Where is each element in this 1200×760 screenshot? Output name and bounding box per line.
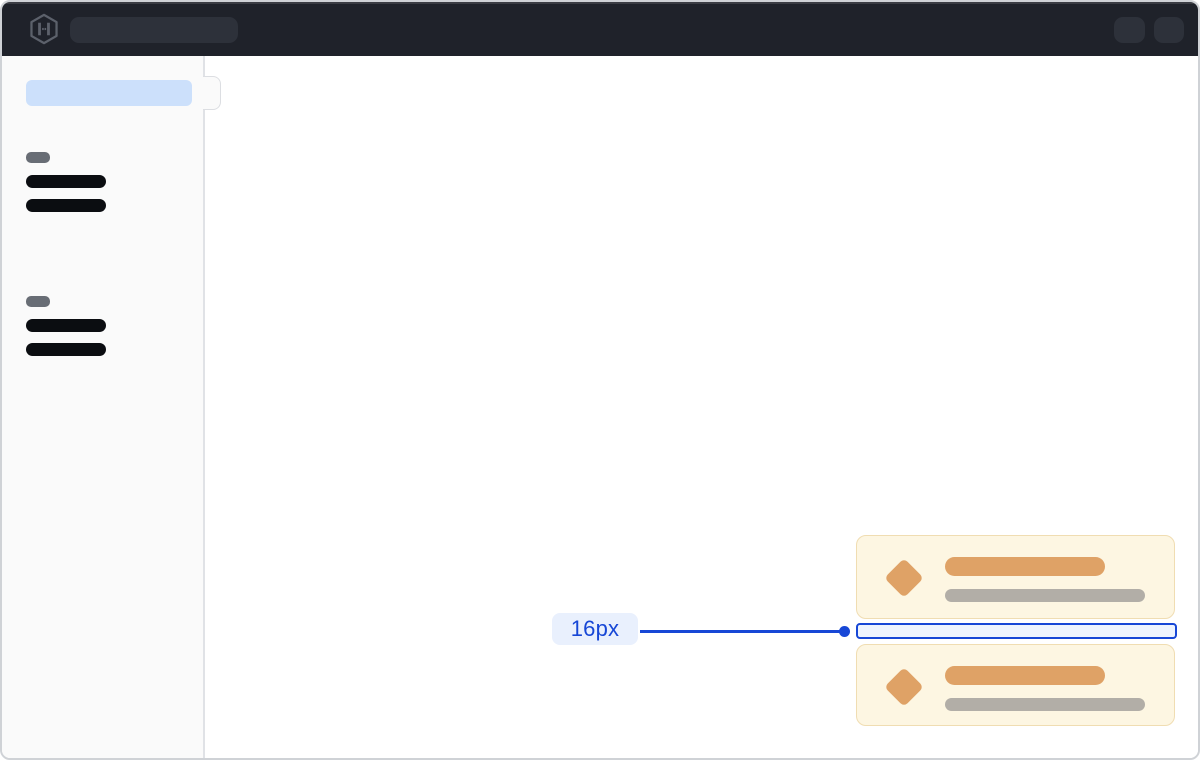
topbar-action-placeholder-1[interactable] — [1114, 17, 1145, 43]
sidebar-section-label-placeholder — [26, 296, 50, 307]
sidebar-collapse-toggle[interactable] — [203, 76, 221, 110]
spacing-annotation-label: 16px — [552, 613, 638, 645]
list-item-card[interactable] — [856, 535, 1175, 619]
sidebar-section-label-placeholder — [26, 152, 50, 163]
diamond-icon — [884, 667, 924, 707]
top-nav-bar — [2, 2, 1198, 56]
search-placeholder-pill[interactable] — [70, 17, 238, 43]
sidebar-item-placeholder[interactable] — [26, 319, 106, 332]
annotation-connector-line — [640, 630, 842, 633]
subtitle-placeholder-bar — [945, 589, 1145, 602]
hashicorp-logo-icon[interactable] — [28, 13, 60, 45]
list-item-card[interactable] — [856, 644, 1175, 726]
sidebar-group-1 — [26, 152, 106, 212]
sidebar-item-placeholder[interactable] — [26, 199, 106, 212]
annotation-connector-dot — [839, 625, 850, 637]
sidebar-group-2 — [26, 296, 106, 356]
title-placeholder-bar — [945, 557, 1105, 576]
sidebar — [2, 56, 205, 758]
diamond-icon — [884, 558, 924, 598]
spacing-highlight-box — [856, 623, 1177, 639]
sidebar-item-placeholder[interactable] — [26, 343, 106, 356]
topbar-action-placeholder-2[interactable] — [1154, 17, 1184, 43]
subtitle-placeholder-bar — [945, 698, 1145, 711]
title-placeholder-bar — [945, 666, 1105, 685]
sidebar-active-item-placeholder[interactable] — [26, 80, 192, 106]
main-content — [207, 56, 1198, 758]
sidebar-item-placeholder[interactable] — [26, 175, 106, 188]
